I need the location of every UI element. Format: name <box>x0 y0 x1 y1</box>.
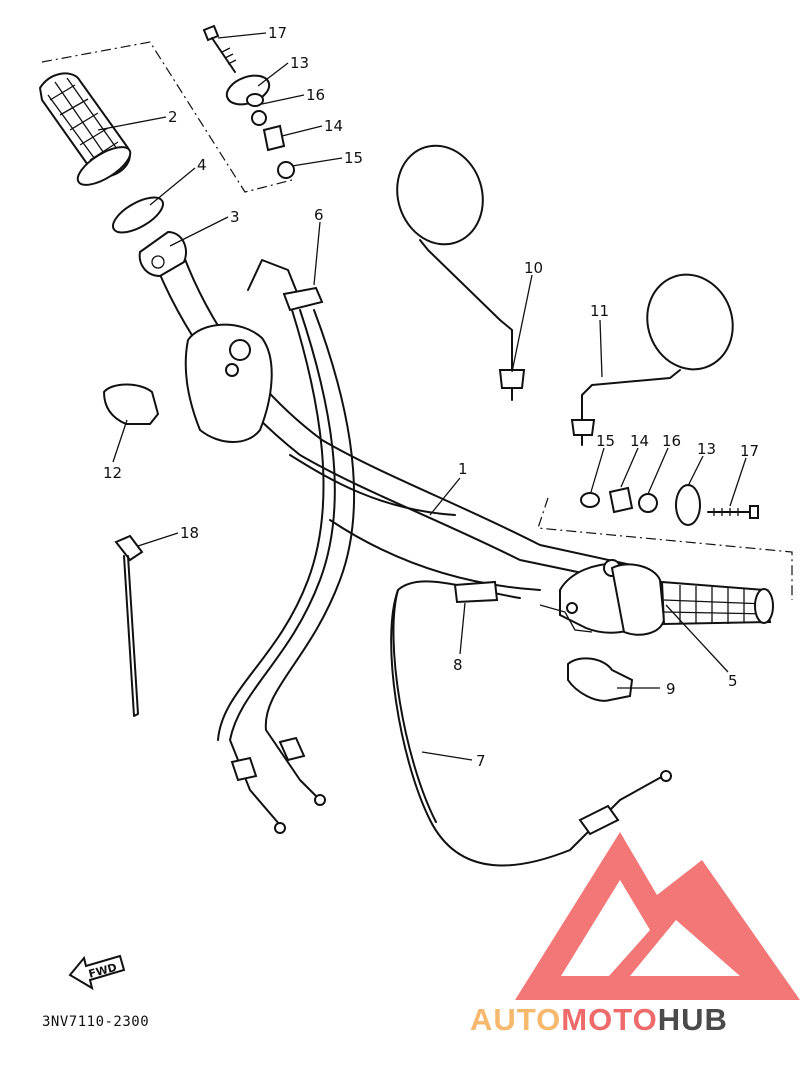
watermark-moto: MOTO <box>561 1002 657 1037</box>
callout-16-upper: 16 <box>306 86 325 104</box>
callout-2: 2 <box>168 108 178 126</box>
washer <box>112 196 164 234</box>
fwd-arrow: FWD <box>68 954 126 991</box>
lower-hardware <box>580 484 759 526</box>
callout-6: 6 <box>314 206 324 224</box>
upper-hardware <box>202 24 295 179</box>
callout-14-upper: 14 <box>324 117 343 135</box>
part-code-label: 3NV7110-2300 <box>42 1014 149 1030</box>
automotohub-logo <box>515 832 800 1000</box>
handlebar-brace <box>329 519 541 591</box>
watermark-auto: AUTO <box>470 1002 561 1037</box>
handlebar-center-line <box>289 454 456 516</box>
clutch-cable <box>390 580 672 867</box>
throttle-cables <box>217 259 356 834</box>
upper-bracket <box>41 41 293 193</box>
callout-17-lower: 17 <box>740 442 759 460</box>
triangle-logo-icon <box>515 832 800 1000</box>
cable-adjuster <box>453 580 499 604</box>
callout-5: 5 <box>728 672 738 690</box>
left-grip <box>38 72 132 186</box>
right-mirror <box>570 273 734 446</box>
callout-7: 7 <box>476 752 486 770</box>
callout-labels: 2 4 3 6 17 13 16 14 15 1 5 8 9 7 10 11 1… <box>103 24 759 770</box>
callout-11: 11 <box>590 302 609 320</box>
callout-1: 1 <box>458 460 468 478</box>
watermark-text: AUTOMOTOHUB <box>470 1002 728 1037</box>
brake-switch-right <box>567 657 634 702</box>
handlebar-upper-edge <box>149 249 641 586</box>
lower-bracket <box>537 497 793 600</box>
leader-lines <box>97 32 747 761</box>
left-switch-housing <box>184 323 273 443</box>
callout-16-lower: 16 <box>662 432 681 450</box>
handlebar-lower-edge <box>177 239 646 569</box>
callout-13-lower: 13 <box>697 440 716 458</box>
callout-12: 12 <box>103 464 122 482</box>
cable-tie <box>114 534 144 717</box>
callout-3: 3 <box>230 208 240 226</box>
callout-9: 9 <box>666 680 676 698</box>
callout-14-lower: 14 <box>630 432 649 450</box>
callout-17-upper: 17 <box>268 24 287 42</box>
brake-switch-left <box>102 383 160 425</box>
callout-4: 4 <box>197 156 207 174</box>
callout-15-lower: 15 <box>596 432 615 450</box>
right-grip-assembly <box>539 559 774 636</box>
callout-13-upper: 13 <box>290 54 309 72</box>
callout-8: 8 <box>453 656 463 674</box>
throttle-housing <box>138 230 187 278</box>
callout-18: 18 <box>180 524 199 542</box>
watermark-hub: HUB <box>658 1002 728 1037</box>
callout-15-upper: 15 <box>344 149 363 167</box>
callout-10: 10 <box>524 259 543 277</box>
left-mirror <box>396 144 526 401</box>
